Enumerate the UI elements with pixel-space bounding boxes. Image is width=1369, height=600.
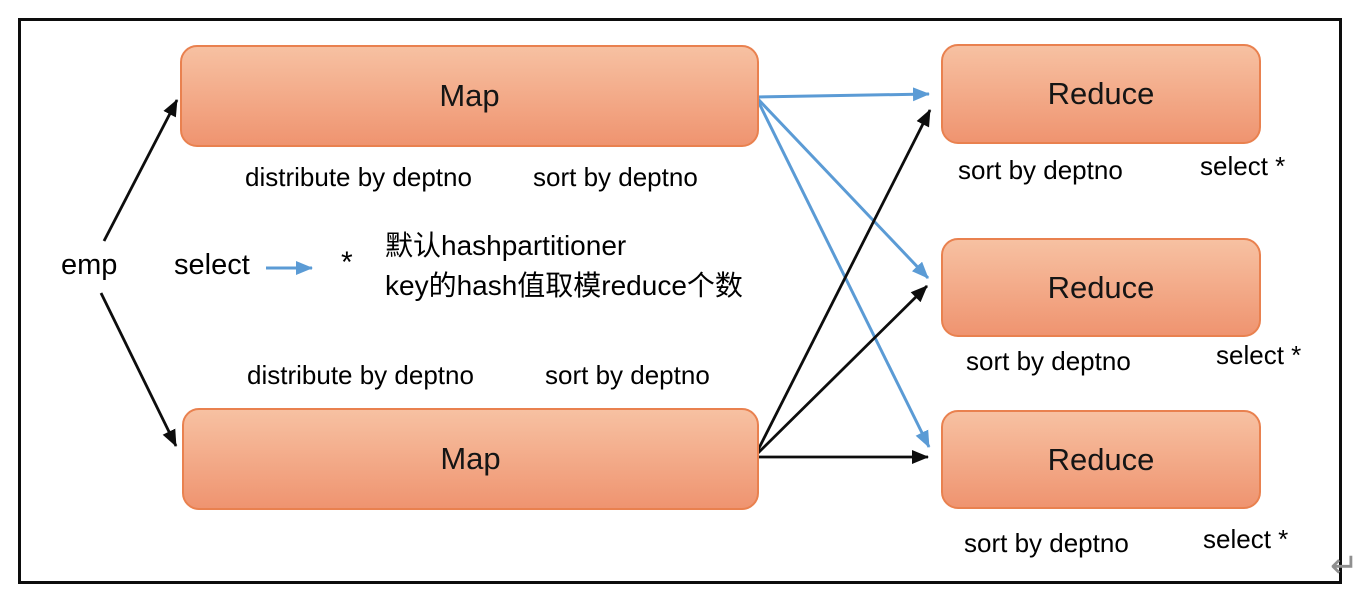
reduce-bottom-box: Reduce: [941, 410, 1261, 509]
reduce-bottom-select-label: select *: [1203, 524, 1289, 554]
map-bottom-sort-label: sort by deptno: [545, 360, 710, 390]
map-top-sort-label: sort by deptno: [533, 162, 698, 192]
reduce-bottom-label: Reduce: [1047, 441, 1155, 477]
reduce-middle-label: Reduce: [1047, 269, 1155, 305]
paragraph-return-icon: ↵: [1330, 547, 1359, 585]
hashpartitioner-note: 默认hashpartitioner key的hash值取模reduce个数: [385, 226, 743, 306]
map-top-box: Map: [180, 45, 759, 147]
select-label: select: [174, 249, 250, 281]
map-bottom-distribute-label: distribute by deptno: [247, 360, 474, 390]
reduce-top-label: Reduce: [1047, 76, 1155, 111]
note-line-2: key的hash值取模reduce个数: [385, 270, 743, 301]
reduce-top-box: Reduce: [941, 44, 1261, 144]
map-bottom-label: Map: [440, 441, 501, 476]
map-bottom-box: Map: [182, 408, 759, 510]
map-top-label: Map: [439, 78, 500, 113]
note-line-1: 默认hashpartitioner: [385, 230, 627, 261]
reduce-top-sort-label: sort by deptno: [958, 155, 1123, 185]
reduce-middle-select-label: select *: [1216, 340, 1302, 370]
reduce-middle-box: Reduce: [941, 238, 1261, 337]
star-label: *: [341, 246, 353, 279]
reduce-bottom-sort-label: sort by deptno: [964, 528, 1129, 558]
reduce-middle-sort-label: sort by deptno: [966, 346, 1131, 376]
diagram-border: [18, 18, 1342, 584]
map-top-distribute-label: distribute by deptno: [245, 162, 472, 192]
reduce-top-select-label: select *: [1200, 151, 1286, 181]
emp-label: emp: [61, 249, 118, 281]
